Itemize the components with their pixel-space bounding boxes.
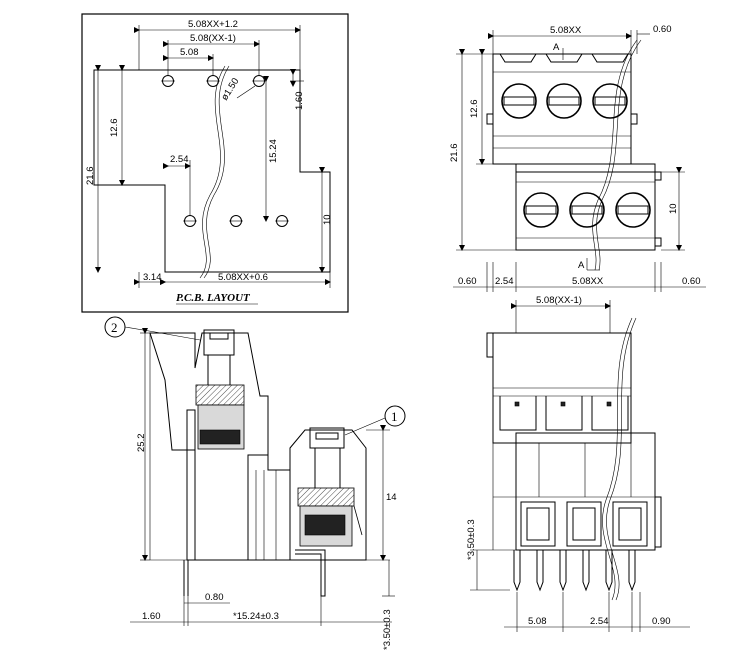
wire-opening <box>612 501 648 547</box>
dim-pitch-bottom: 5.08XX+0.6 <box>218 272 268 283</box>
dim-pin-gap: 2.54 <box>170 154 189 165</box>
screw-icon <box>569 192 605 228</box>
callout-bubble <box>384 405 406 427</box>
screw-icon <box>501 83 537 119</box>
dim-top-pitch-bottom: 5.08XX <box>572 276 604 287</box>
dim-top-edge-right-bottom: 0.60 <box>682 276 701 287</box>
lower-housing <box>289 429 367 561</box>
dim-pitch-xx1: 5.08(XX-1) <box>190 33 236 44</box>
pcb-hole <box>229 215 243 227</box>
pin <box>559 550 567 592</box>
dim-front-pin-gap: 2.54 <box>590 616 609 627</box>
dim-front-edge-right: 0.90 <box>652 616 671 627</box>
front-view: 5.08(XX-1) *3.50±0.3 5.08 2.54 0.90 <box>466 295 690 632</box>
wire-opening <box>566 501 602 547</box>
dim-height-upper: 12.6 <box>109 119 120 138</box>
side-view: 2 1 <box>104 316 406 650</box>
dim-top-edge-right: 0.60 <box>653 24 672 35</box>
pin <box>605 550 613 592</box>
pin <box>582 550 590 592</box>
pcb-hole <box>275 215 289 227</box>
pin <box>513 550 521 592</box>
dim-hole-offset: 1.60 <box>294 92 305 111</box>
dim-pitch-plus: 5.08XX+1.2 <box>188 19 238 30</box>
pcb-hole <box>206 75 220 87</box>
section-marker-top: A <box>553 42 560 53</box>
screw-icon <box>546 83 582 119</box>
top-view: A A 5.08XX 0.60 21.6 12.6 10 0.60 2.54 5… <box>449 24 706 292</box>
screw-icon <box>592 83 628 119</box>
pcb-layout-title: P.C.B. LAYOUT <box>176 292 251 304</box>
dim-pitch: 5.08 <box>180 47 199 58</box>
dim-left-offset: 3.14 <box>143 272 162 283</box>
dim-front-pin-length: *3.50±0.3 <box>466 519 477 560</box>
pcb-hole <box>183 215 197 227</box>
dim-side-left-offset: 1.60 <box>142 611 161 622</box>
front-lower-block <box>515 432 656 551</box>
dim-height-total: 21.6 <box>85 167 96 186</box>
screw-head <box>309 427 345 449</box>
dim-front-pitch-xx1: 5.08(XX-1) <box>536 295 582 306</box>
callout-1: 1 <box>391 409 398 424</box>
callout-2: 2 <box>111 320 118 335</box>
dim-top-height-upper: 12.6 <box>469 100 480 119</box>
upper-block <box>492 53 632 165</box>
dim-row-spacing: 15.24 <box>268 139 279 163</box>
dim-top-lower-height: 10 <box>668 203 679 214</box>
dim-top-height-total: 21.6 <box>449 144 460 163</box>
section-marker-bottom: A <box>578 260 585 271</box>
pcb-hole <box>161 75 175 87</box>
dim-top-edge-left: 0.60 <box>458 276 477 287</box>
pin <box>536 550 544 592</box>
pin <box>628 550 636 592</box>
dim-side-pin-length: *3.50±0.3 <box>382 609 393 650</box>
dim-top-pitch: 5.08XX <box>550 25 582 36</box>
break-line <box>199 65 226 279</box>
dim-top-pin-gap: 2.54 <box>495 276 514 287</box>
lower-block <box>515 171 656 251</box>
clamp-hatched <box>195 384 245 406</box>
dim-lower-height: 10 <box>322 214 333 225</box>
pin <box>295 549 326 597</box>
wire-opening <box>520 501 556 547</box>
dim-side-height-total: 25.2 <box>136 434 147 453</box>
dim-front-pitch: 5.08 <box>528 616 547 627</box>
dim-side-row-spacing: *15.24±0.3 <box>233 611 279 622</box>
pcb-layout-frame <box>81 13 349 313</box>
dim-side-height-lower: 14 <box>386 492 397 503</box>
pcb-layout-view: 5.08XX+1.2 5.08(XX-1) 5.08 ø1.50 21.6 12… <box>81 13 349 313</box>
screw-head <box>203 329 235 356</box>
dim-side-pin-width: 0.80 <box>205 592 224 603</box>
screw-icon <box>615 192 651 228</box>
clamp-hatched <box>297 487 355 507</box>
screw-icon <box>523 192 559 228</box>
